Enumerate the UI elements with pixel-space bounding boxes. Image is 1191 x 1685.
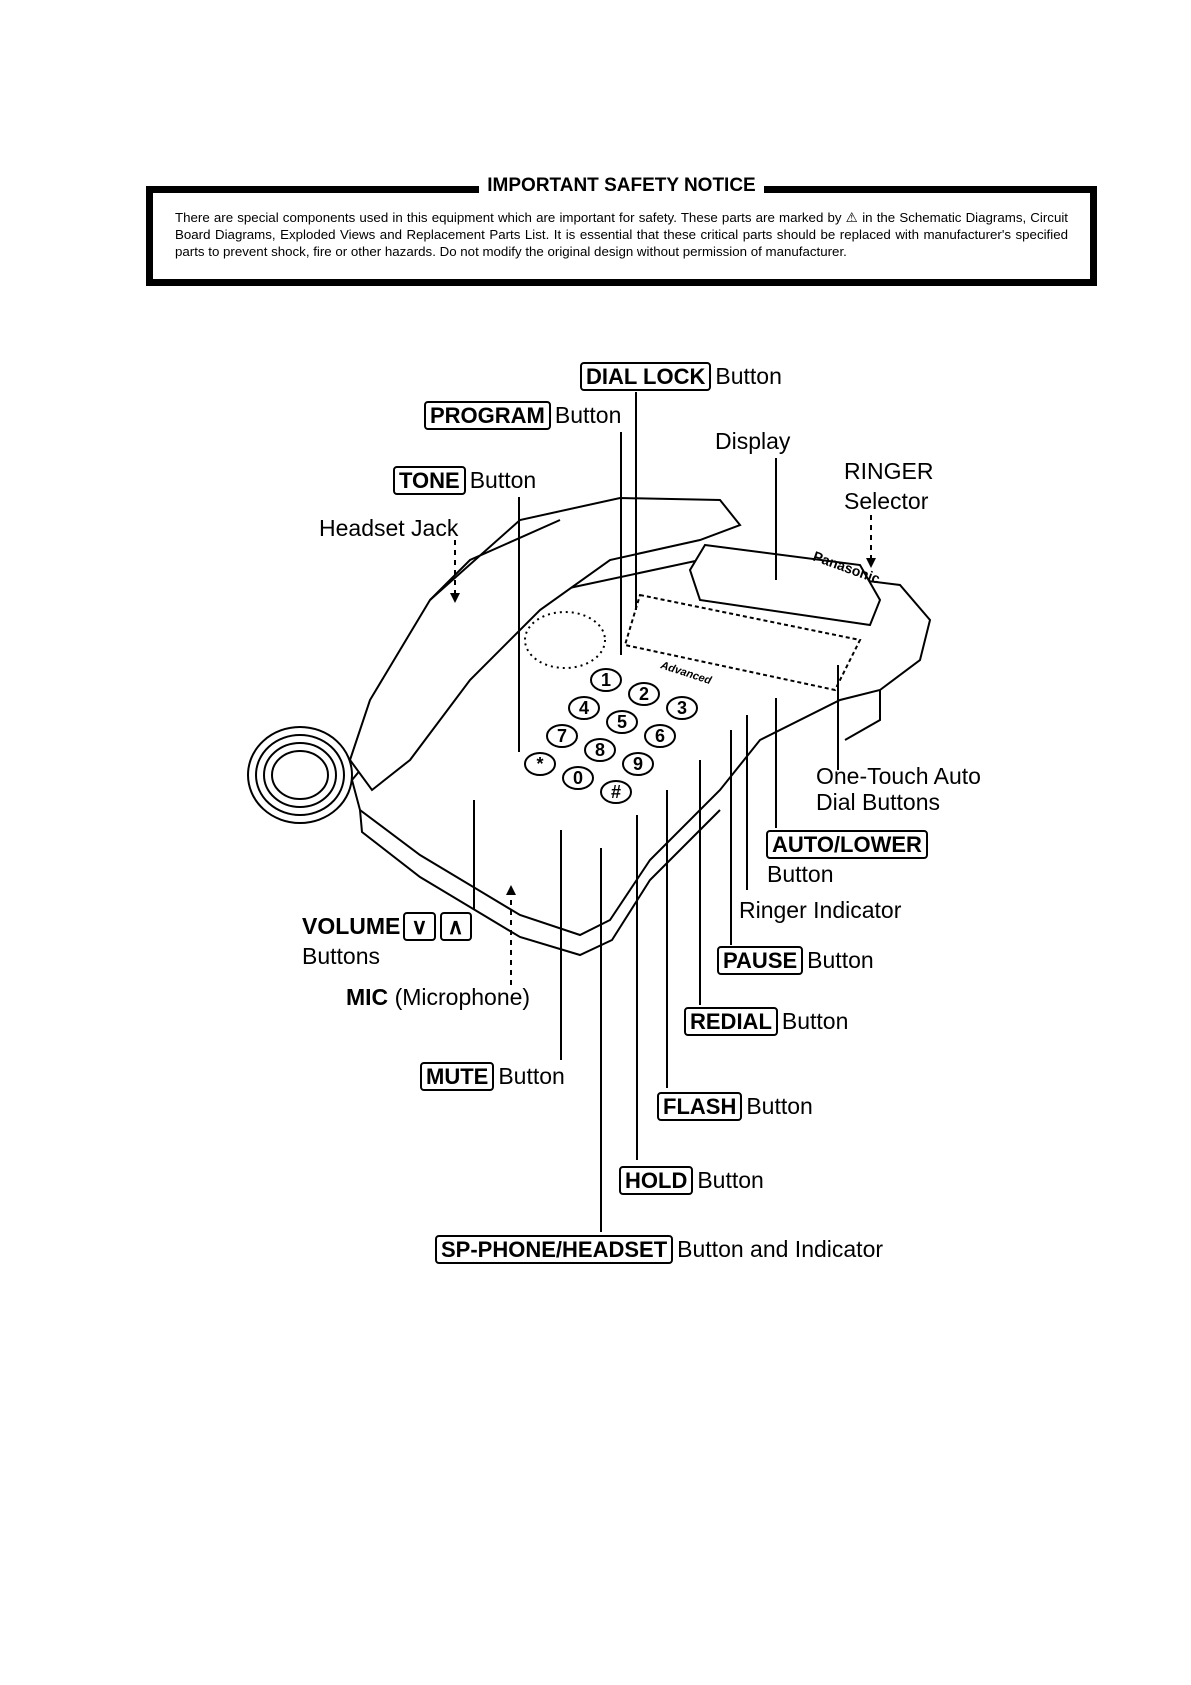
dial-lock-key: DIAL LOCK [580, 362, 712, 391]
program-suffix: Button [554, 402, 622, 428]
label-auto-lower-suffix: Button [767, 861, 834, 887]
keypad-key-label: 2 [639, 684, 649, 704]
pause-key: PAUSE [717, 946, 804, 975]
keypad-key-label: 1 [601, 670, 611, 690]
keypad-key-outline [546, 724, 578, 748]
mute-key: MUTE [420, 1062, 495, 1091]
keypad-key-label: 8 [595, 740, 605, 760]
sp-phone-key: SP-PHONE/HEADSET [435, 1235, 674, 1264]
hold-suffix: Button [697, 1167, 764, 1193]
keypad-key: 4 [568, 696, 600, 720]
mic-word: MIC [346, 984, 389, 1010]
keypad-key-outline [568, 696, 600, 720]
keypad-key-outline [600, 780, 632, 804]
flash-key: FLASH [657, 1092, 743, 1121]
display-panel [688, 543, 882, 627]
keypad-key: 6 [644, 724, 676, 748]
volume-down-key: ∨ [403, 912, 436, 941]
keypad-key-outline [562, 766, 594, 790]
keypad-key: 3 [666, 696, 698, 720]
keypad-key-label: # [611, 782, 621, 802]
program-key: PROGRAM [424, 401, 551, 430]
label-display: Display [715, 428, 791, 454]
keypad-key-outline [622, 752, 654, 776]
keypad-key-label: 7 [557, 726, 567, 746]
arrow-headset-jack [450, 593, 460, 603]
mute-suffix: Button [498, 1063, 565, 1089]
tone-suffix: Button [469, 467, 537, 493]
label-volume-line2: Buttons [302, 943, 380, 969]
keypad-key-outline [590, 668, 622, 692]
label-volume: VOLUME∨∧ [302, 912, 476, 941]
keypad-key: 2 [628, 682, 660, 706]
keypad-key-outline [606, 710, 638, 734]
auto-lower-key: AUTO/LOWER [766, 830, 928, 859]
label-mic: MIC (Microphone) [346, 983, 530, 1011]
keypad-key: # [600, 780, 632, 804]
flash-suffix: Button [746, 1093, 813, 1119]
safety-notice-text: There are special components used in thi… [175, 210, 1068, 259]
keypad-key-outline [628, 682, 660, 706]
keypad-key-label: 3 [677, 698, 687, 718]
keypad-key-label: 4 [579, 698, 589, 718]
label-ringer-indicator: Ringer Indicator [739, 897, 902, 923]
label-one-touch-line1: One-Touch Auto [816, 763, 981, 789]
keypad-key-label: 0 [573, 768, 583, 788]
keypad-key: * [524, 752, 556, 776]
arrow-ringer [866, 558, 876, 568]
tone-key: TONE [393, 466, 466, 495]
keypad-key: 8 [584, 738, 616, 762]
keypad-key-label: 9 [633, 754, 643, 774]
keypad-key-outline [524, 752, 556, 776]
label-ringer-line2: Selector [844, 488, 929, 514]
redial-suffix: Button [781, 1008, 849, 1034]
arrowheads [450, 558, 876, 895]
keypad-key-outline [666, 696, 698, 720]
handset [348, 496, 742, 792]
redial-key: REDIAL [684, 1007, 778, 1036]
keypad-key-label: * [536, 754, 543, 774]
coil-cord [247, 726, 353, 824]
keypad-key: 7 [546, 724, 578, 748]
mic-rest: (Microphone) [394, 984, 531, 1010]
label-auto-lower: AUTO/LOWER [766, 830, 932, 859]
volume-up-key: ∧ [439, 912, 472, 941]
label-one-touch-line2: Dial Buttons [816, 789, 941, 815]
keypad-key: 5 [606, 710, 638, 734]
keypad-key: 9 [622, 752, 654, 776]
hold-key: HOLD [619, 1166, 694, 1195]
keypad-key-outline [644, 724, 676, 748]
safety-notice-title: IMPORTANT SAFETY NOTICE [153, 174, 1090, 198]
keypad-key-label: 6 [655, 726, 665, 746]
dial-lock-suffix: Button [715, 363, 782, 389]
keypad-key-label: 5 [617, 712, 627, 732]
one-touch-panel [623, 593, 862, 692]
pause-suffix: Button [807, 947, 874, 973]
keypad: 1 2 3 4 5 6 7 8 9 * 0 # [524, 668, 698, 804]
arrow-mic [506, 885, 516, 895]
keypad-key-outline [584, 738, 616, 762]
label-headset-jack: Headset Jack [319, 515, 459, 541]
sp-phone-suffix: Button and Indicator [677, 1236, 884, 1262]
keypad-key: 0 [562, 766, 594, 790]
leader-lines [454, 392, 872, 1232]
volume-word: VOLUME [302, 913, 401, 939]
label-ringer-line1: RINGER [844, 458, 934, 484]
safety-notice: IMPORTANT SAFETY NOTICE There are specia… [146, 175, 1097, 286]
keypad-key: 1 [590, 668, 622, 692]
